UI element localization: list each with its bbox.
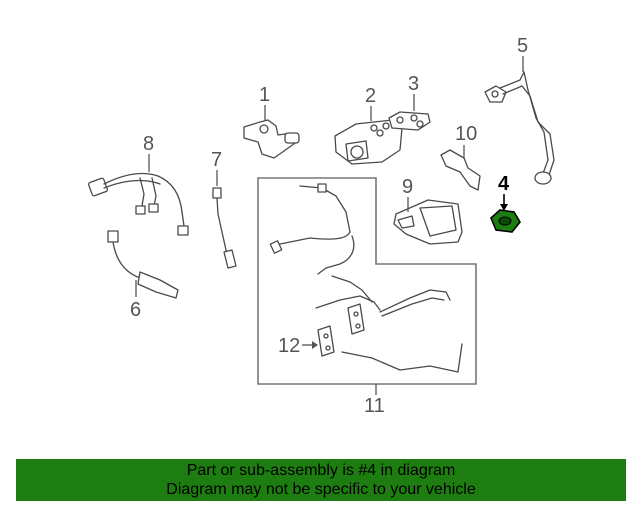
part-10-bracket	[440, 149, 481, 191]
part-4-gasket-highlighted	[490, 209, 521, 233]
callout-10: 10	[455, 123, 477, 145]
callout-2: 2	[365, 85, 376, 107]
part-3-gasket	[388, 111, 431, 131]
callout-9: 9	[402, 176, 413, 198]
info-banner: Part or sub-assembly is #4 in diagram Di…	[16, 459, 626, 501]
parts-diagram: 1 2 3 5 10 4	[88, 35, 555, 417]
banner-line-part: Part or sub-assembly is #4 in diagram	[186, 462, 456, 479]
part-6-sensor	[107, 230, 179, 299]
callout-12: 12	[278, 335, 300, 357]
callout-1: 1	[259, 84, 270, 106]
callout-6: 6	[130, 299, 141, 321]
callout-4: 4	[498, 173, 510, 195]
part-2-module	[334, 119, 403, 165]
callout-11: 11	[364, 395, 385, 417]
part-12-brackets	[317, 303, 365, 357]
callout-3: 3	[408, 73, 419, 95]
part-5-pipe	[484, 71, 555, 185]
part-7-sensor	[212, 187, 237, 269]
part-8-harness	[88, 172, 189, 236]
callout-8: 8	[143, 133, 154, 155]
banner-line-disclaimer: Diagram may not be specific to your vehi…	[166, 481, 476, 498]
part-9-housing	[393, 199, 463, 245]
part-11-group	[257, 177, 477, 385]
callout-7: 7	[211, 149, 222, 171]
callout-5: 5	[517, 35, 528, 57]
part-1-valve	[243, 119, 300, 159]
